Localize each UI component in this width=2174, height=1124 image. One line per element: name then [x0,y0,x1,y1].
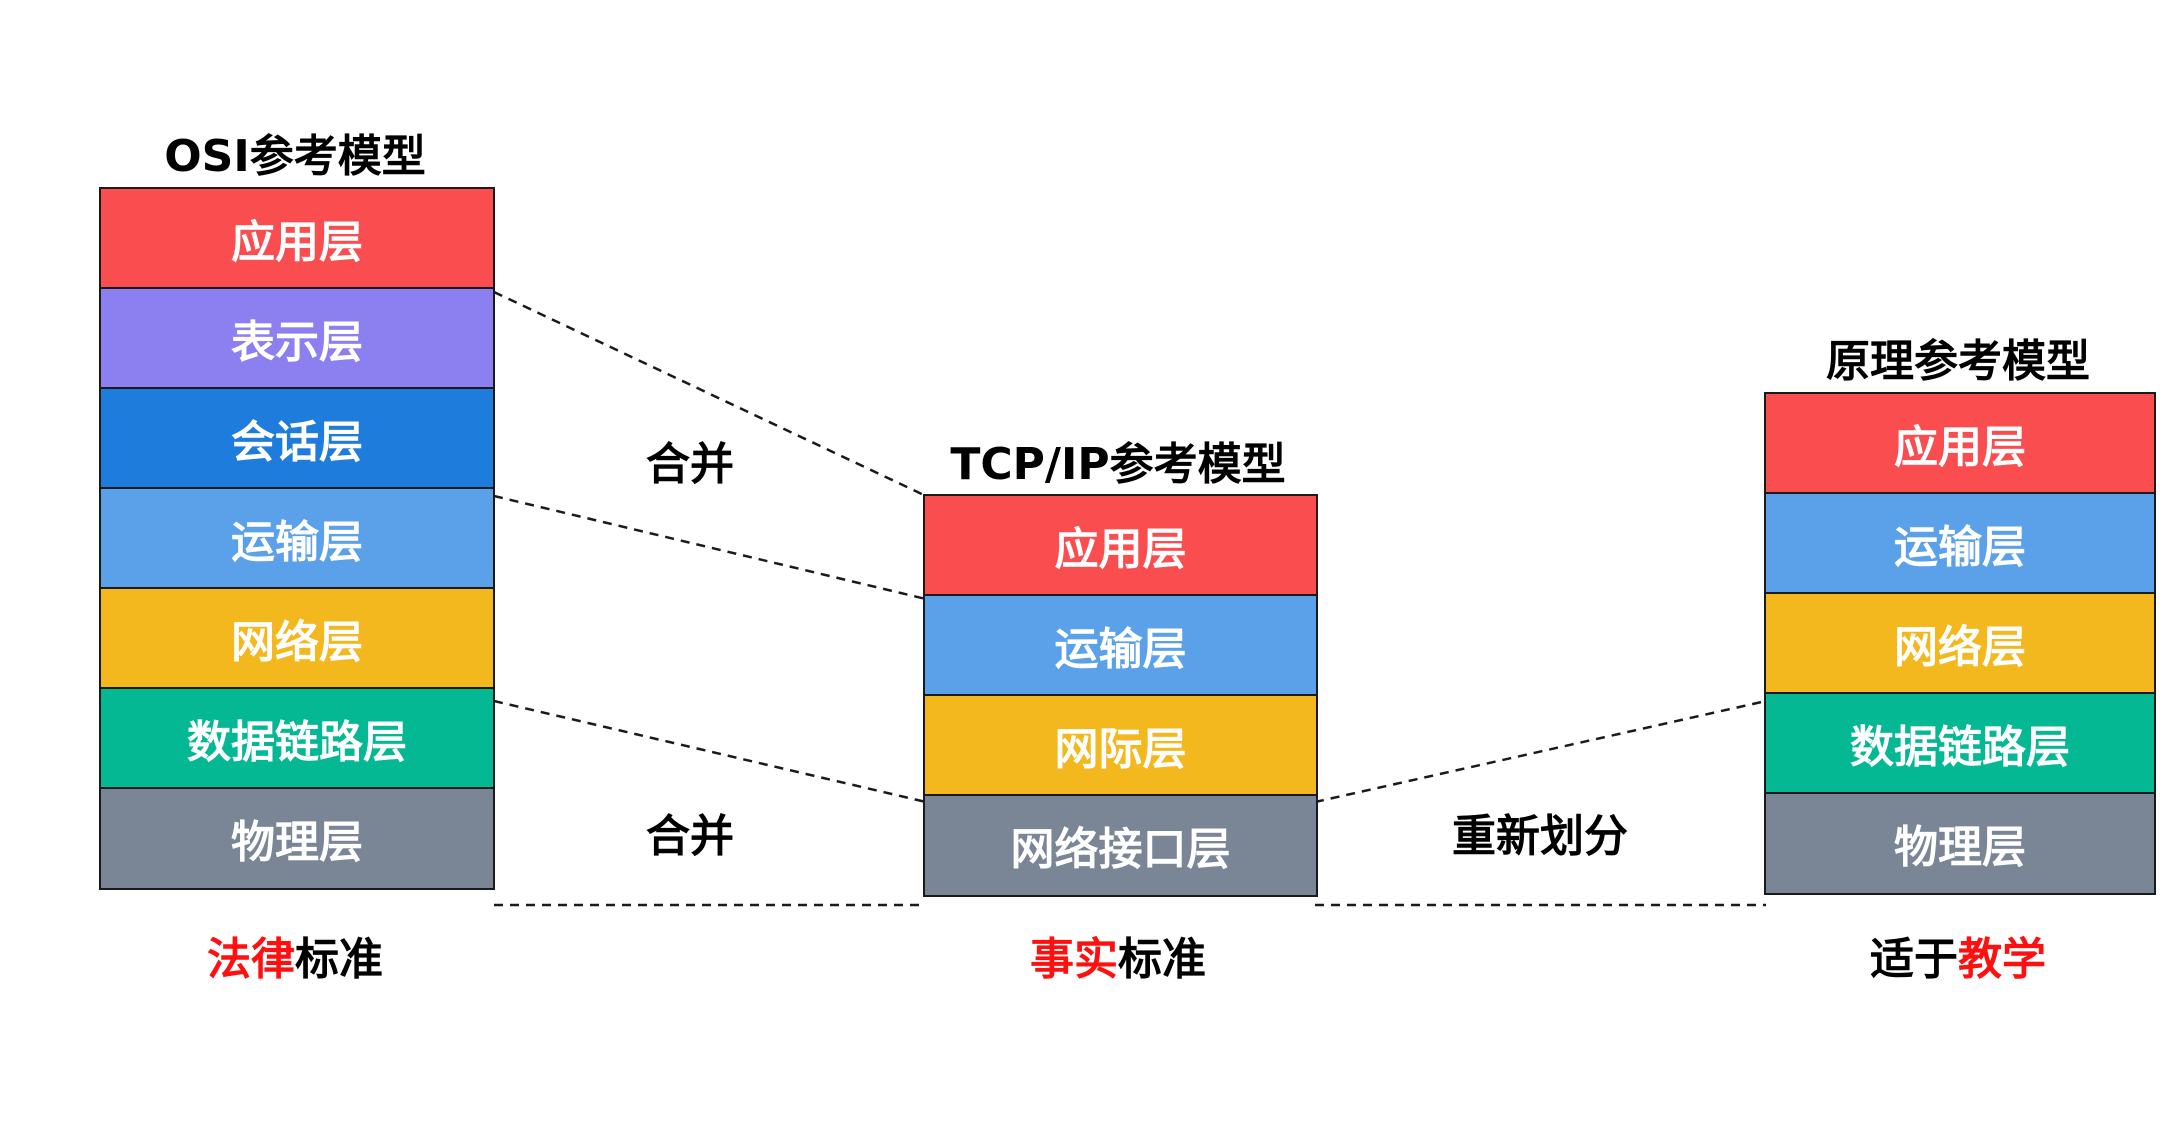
tcpip-layer-transport: 运输层 [923,594,1318,697]
tcpip-caption: 事实标准 [1030,923,1206,987]
principle-layer-datalink: 数据链路层 [1764,692,2156,795]
principle-layer-physical: 物理层 [1764,792,2156,895]
tcpip-caption-highlight: 事实 [1030,934,1118,985]
osi-layer-transport: 运输层 [99,487,495,590]
osi-caption-highlight: 法律 [207,934,295,985]
osi-layer-presentation: 表示层 [99,287,495,390]
principle-layer-stack: 应用层 运输层 网络层 数据链路层 物理层 [1764,392,2156,895]
osi-layer-session: 会话层 [99,387,495,490]
osi-model-title: OSI参考模型 [164,131,426,182]
tcpip-layer-stack: 应用层 运输层 网际层 网络接口层 [923,494,1318,897]
principle-model-title: 原理参考模型 [1826,336,2090,387]
principle-layer-transport: 运输层 [1764,492,2156,595]
osi-layer-application: 应用层 [99,187,495,290]
osi-layer-datalink: 数据链路层 [99,687,495,790]
osi-layer-physical: 物理层 [99,787,495,890]
osi-layer-network: 网络层 [99,587,495,690]
tcpip-caption-normal: 标准 [1118,934,1206,985]
osi-layer-stack: 应用层 表示层 会话层 运输层 网络层 数据链路层 物理层 [99,187,495,890]
principle-caption: 适于教学 [1870,923,2046,987]
principle-layer-network: 网络层 [1764,592,2156,695]
osi-caption-normal: 标准 [295,934,383,985]
repartition-label: 重新划分 [1452,811,1628,862]
connector-osi-transport-to-tcp-transport [493,494,927,601]
principle-caption-highlight: 教学 [1958,934,2046,985]
principle-caption-normal: 适于 [1870,934,1958,985]
principle-layer-application: 应用层 [1764,392,2156,495]
connector-tcp-interface-to-principle-datalink [1314,699,1767,804]
tcpip-model-title: TCP/IP参考模型 [950,439,1286,490]
tcpip-layer-network-interface: 网络接口层 [923,794,1318,897]
connector-osi-network-to-tcp-internet [493,699,927,804]
tcpip-layer-application: 应用层 [923,494,1318,597]
tcpip-layer-internet: 网际层 [923,694,1318,797]
merge-label-bottom: 合并 [646,811,734,862]
osi-caption: 法律标准 [207,923,383,987]
merge-label-top: 合并 [646,439,734,490]
